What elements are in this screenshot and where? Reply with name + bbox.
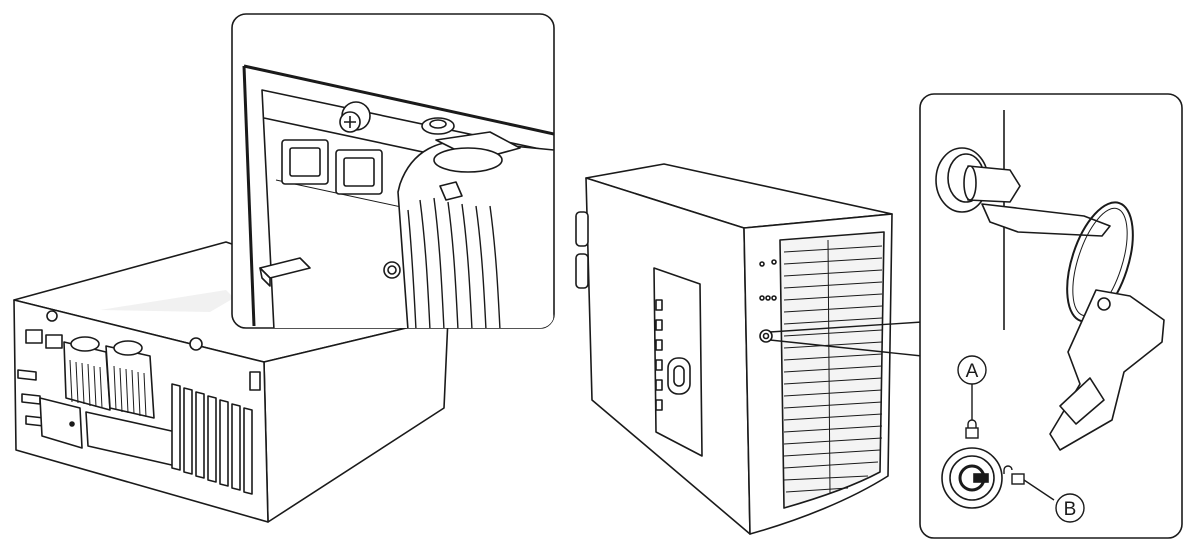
key-lock-inset: A B	[919, 93, 1183, 539]
fan-cap-1	[70, 336, 100, 352]
thumbscrew-left	[46, 310, 58, 322]
fan-ribs	[69, 359, 147, 418]
thumbscrew-rear	[189, 337, 203, 351]
tower-led-1	[759, 261, 765, 267]
lower-module	[39, 397, 83, 449]
lock-face	[941, 447, 1003, 509]
callout-b-label: B	[1064, 499, 1077, 520]
key-bow	[981, 203, 1111, 237]
padlock-open-icon	[1003, 465, 1025, 485]
tower-led-2	[771, 259, 777, 265]
callout-b-circle	[1055, 493, 1085, 523]
tower-led-5	[771, 295, 777, 301]
inset-zoom-wedge	[100, 290, 234, 312]
tower-led-4	[765, 295, 771, 301]
key-ring	[1066, 201, 1134, 323]
tower-grille-slats	[783, 239, 883, 495]
bracket-1	[17, 369, 37, 381]
tower-server	[575, 163, 893, 535]
fan-cage-2	[105, 345, 155, 419]
callout-a	[957, 355, 987, 420]
power-socket-2	[45, 334, 63, 349]
server-rear-view	[13, 241, 449, 523]
inset-chassis-edge	[243, 64, 554, 136]
lock-key-slot	[973, 473, 989, 483]
tower-side-vents	[655, 299, 663, 411]
tower-rear-bump-1	[575, 211, 589, 247]
tower-led-3	[759, 295, 765, 301]
rear-detail-inset	[231, 13, 555, 329]
callout-a-label: A	[966, 361, 979, 382]
callout-b-leader	[1023, 479, 1055, 501]
lock-leader-line	[769, 321, 923, 357]
module-led	[69, 421, 75, 427]
tower-rear-bump-2	[575, 253, 589, 289]
bracket-2	[21, 393, 41, 405]
padlock-closed-icon	[965, 419, 979, 439]
power-socket-1	[25, 329, 43, 344]
rear-connector	[249, 371, 261, 391]
expansion-slots	[171, 383, 253, 495]
fan-cap-2	[113, 340, 143, 356]
